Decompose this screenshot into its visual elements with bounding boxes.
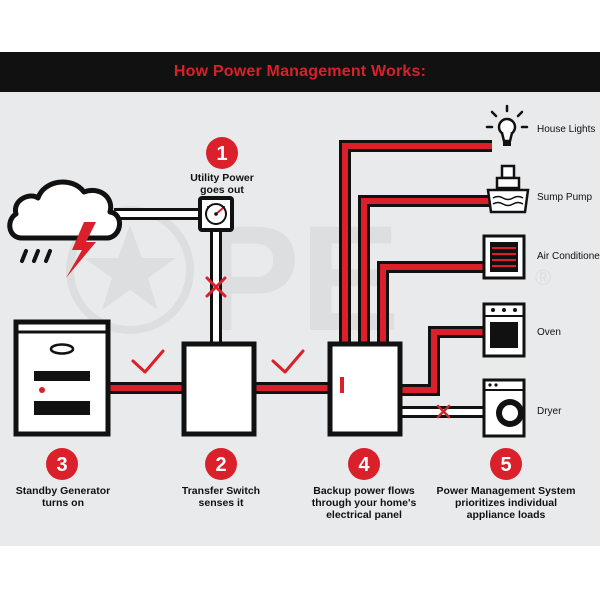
appliance-label-house-lights: House Lights <box>537 124 596 135</box>
air-conditioner-icon <box>482 234 526 280</box>
step-number-1: 1 <box>216 143 227 165</box>
title-bar: How Power Management Works: <box>0 52 600 92</box>
appliance-label-oven: Oven <box>537 327 561 338</box>
appliance-label-sump-pump: Sump Pump <box>537 192 593 203</box>
appliance-label-dryer: Dryer <box>537 406 562 417</box>
standby-generator-icon <box>13 319 111 437</box>
sump-pump-icon <box>486 164 530 214</box>
utility-line <box>114 208 222 344</box>
appliance-label-air-conditioner: Air Conditioner <box>537 251 600 262</box>
step-1-label: Utility Power goes out <box>190 172 254 196</box>
electrical-panel-icon <box>327 341 403 437</box>
step-number-5: 5 <box>500 454 511 476</box>
page-title: How Power Management Works: <box>173 63 427 80</box>
utility-meter-icon <box>198 196 234 232</box>
panel-feed-lines <box>339 140 492 418</box>
dryer-icon <box>482 378 526 438</box>
watermark-mark: ® <box>535 265 551 290</box>
step-number-4: 4 <box>358 454 370 476</box>
lightbulb-icon <box>485 104 529 146</box>
oven-icon <box>482 302 526 358</box>
step-badge-4: 4 <box>348 448 380 480</box>
step-4-label: Backup power flows through your home's e… <box>311 485 417 521</box>
step-3-label: Standby Generator turns on <box>15 485 111 509</box>
step-badge-5: 5 <box>490 448 522 480</box>
step-badge-3: 3 <box>46 448 78 480</box>
disconnected-x-mark-dryer <box>436 404 451 419</box>
storm-cloud-icon <box>7 179 122 278</box>
transfer-switch-icon <box>181 341 257 437</box>
check-mark-generator <box>131 349 165 374</box>
step-5-label: Power Management System prioritizes indi… <box>436 485 576 521</box>
step-number-3: 3 <box>56 454 67 476</box>
step-number-2: 2 <box>215 454 226 476</box>
step-badge-2: 2 <box>205 448 237 480</box>
check-mark-transfer-switch <box>271 349 305 374</box>
step-2-label: Transfer Switch senses it <box>181 485 261 509</box>
step-badge-1: 1 <box>206 137 238 169</box>
disconnected-x-mark-utility <box>205 276 227 298</box>
